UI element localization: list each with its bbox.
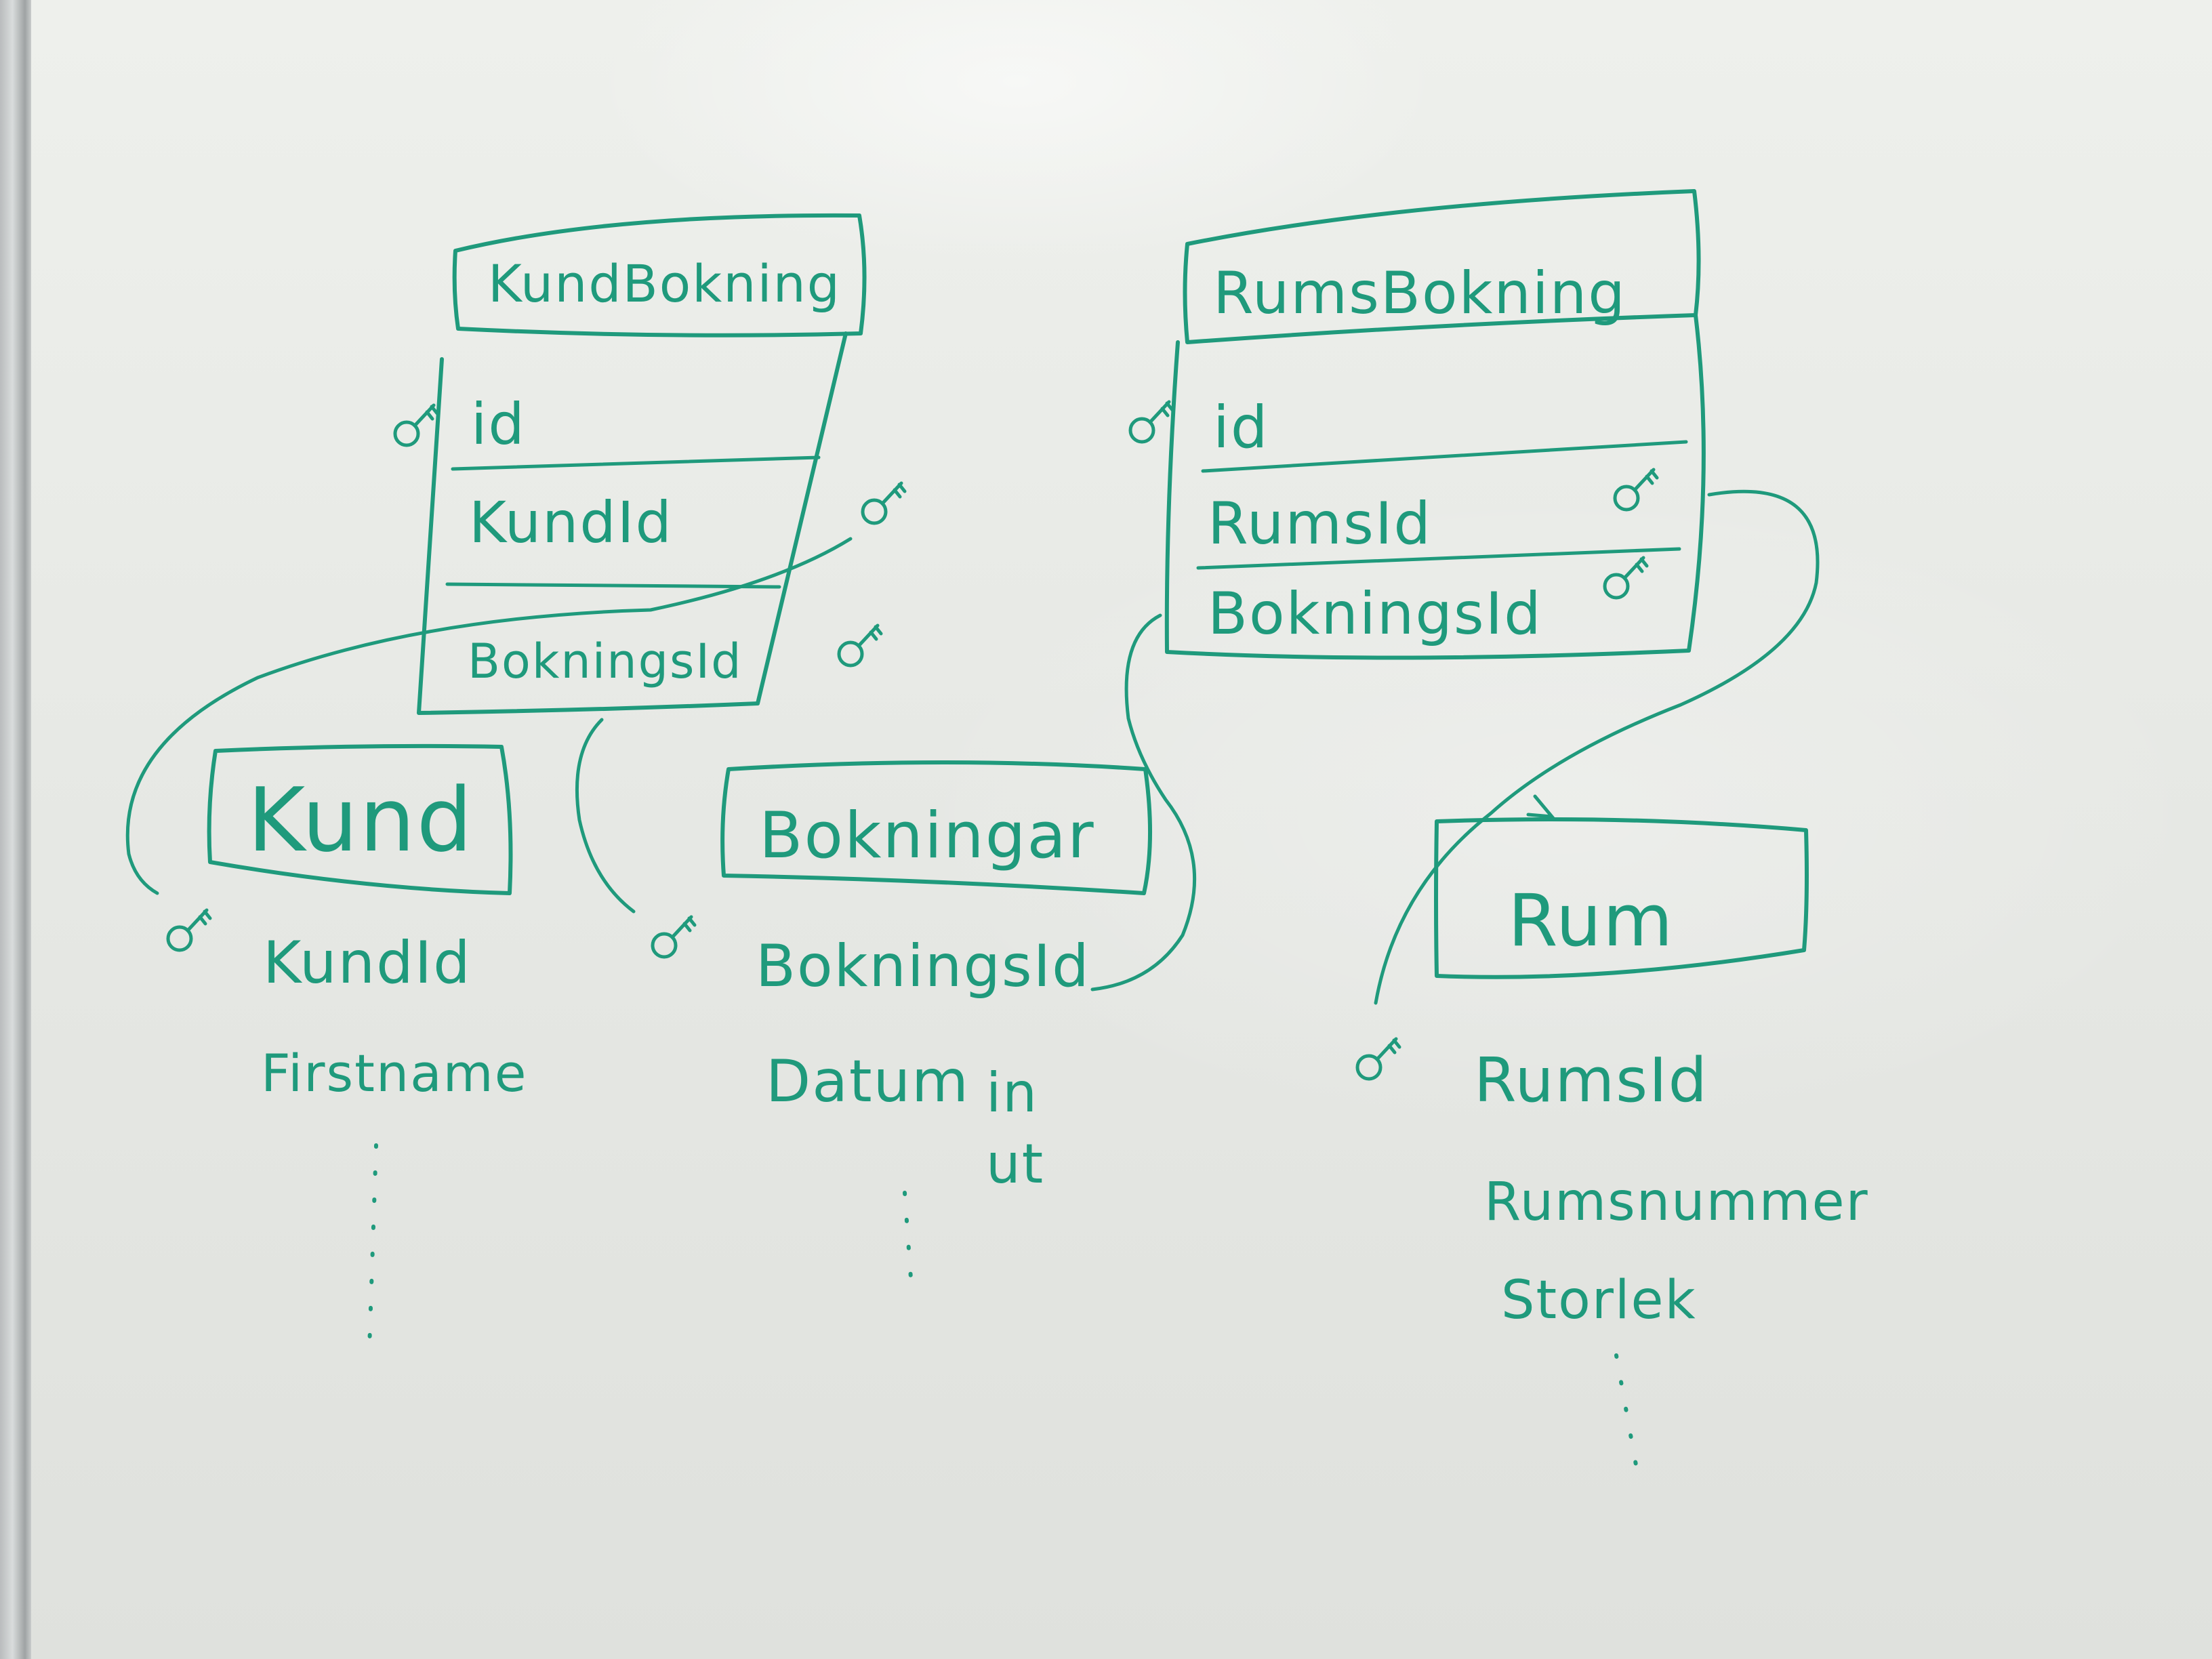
rum-field-rumsnummer: Rumsnummer	[1484, 1172, 1869, 1233]
rumsbokning-field-rumsid: RumsId	[1208, 490, 1432, 558]
relation-kundid-to-kund	[125, 537, 853, 895]
kund-pk-key-icon	[168, 910, 210, 950]
bokningar-field-bokningsid: BokningsId	[756, 933, 1090, 1000]
rum-pk-key-icon	[1357, 1039, 1399, 1079]
rumsbokning-fk-rumsid-key-icon	[1615, 470, 1657, 510]
relation-bokningsid-to-bokningar	[575, 718, 636, 914]
rum-title-box	[1434, 817, 1809, 979]
rumsbokning-divider-1	[1201, 440, 1688, 473]
rum-more-fields-ellipsis	[1614, 1353, 1642, 1490]
rum-field-storlek: Storlek	[1501, 1270, 1697, 1331]
table-rum: Rum RumsId Rumsnummer Storlek	[1357, 817, 1869, 1490]
relation-rum-arrowhead	[1526, 794, 1556, 819]
rumsbokning-title: RumsBokning	[1213, 260, 1626, 327]
kundbokning-field-kundid: KundId	[469, 489, 673, 556]
rumsbokning-fk-bokningsid-key-icon	[1605, 558, 1647, 598]
rumsbokning-field-bokningsid: BokningsId	[1208, 580, 1542, 648]
kund-title-box	[207, 743, 513, 895]
rumsbokning-pk-key-icon	[1130, 402, 1172, 442]
rum-title: Rum	[1508, 879, 1674, 962]
kundbokning-title: KundBokning	[488, 253, 841, 314]
rumsbokning-field-id: id	[1213, 394, 1269, 462]
kundbokning-fk-kundid-key-icon	[863, 483, 905, 523]
table-kundbokning: KundBokning id KundId BokningsId	[395, 213, 905, 715]
rumsbokning-divider-2	[1196, 547, 1681, 570]
kund-field-kundid: KundId	[263, 929, 472, 997]
rum-field-rumsid: RumsId	[1474, 1045, 1708, 1116]
relation-rumsbokning-bokningsid-to-bokningar	[1090, 613, 1197, 991]
table-rumsbokning: RumsBokning id RumsId BokningsId	[1130, 189, 1706, 660]
rumsbokning-body-box	[1164, 313, 1706, 660]
bokningar-field-datum: Datum	[766, 1048, 970, 1115]
kundbokning-fk-bokningsid-key-icon	[839, 626, 881, 665]
kund-title: Kund	[247, 769, 474, 872]
bokningar-pk-key-icon	[653, 917, 695, 957]
table-kund: Kund KundId Firstname	[168, 743, 527, 1351]
bokningar-field-in: in	[986, 1061, 1038, 1124]
table-bokningar: Bokningar BokningsId Datum in ut	[653, 760, 1152, 1290]
kund-field-firstname: Firstname	[261, 1043, 527, 1103]
kundbokning-field-id: id	[471, 391, 526, 457]
kundbokning-divider-1	[451, 455, 821, 471]
bokningar-title: Bokningar	[759, 799, 1095, 873]
bokningar-title-box	[720, 760, 1152, 895]
bokningar-more-fields-ellipsis	[903, 1191, 914, 1290]
kundbokning-divider-2	[445, 582, 781, 589]
bokningar-field-ut: ut	[986, 1132, 1044, 1195]
kund-more-fields-ellipsis	[367, 1143, 378, 1351]
kundbokning-pk-key-icon	[395, 405, 437, 445]
relation-rumsid-to-rum	[1374, 489, 1820, 1005]
whiteboard-frame	[0, 0, 31, 1659]
kundbokning-body-box	[417, 331, 848, 715]
kundbokning-field-bokningsid: BokningsId	[468, 634, 743, 689]
kundbokning-header-box	[452, 213, 867, 337]
